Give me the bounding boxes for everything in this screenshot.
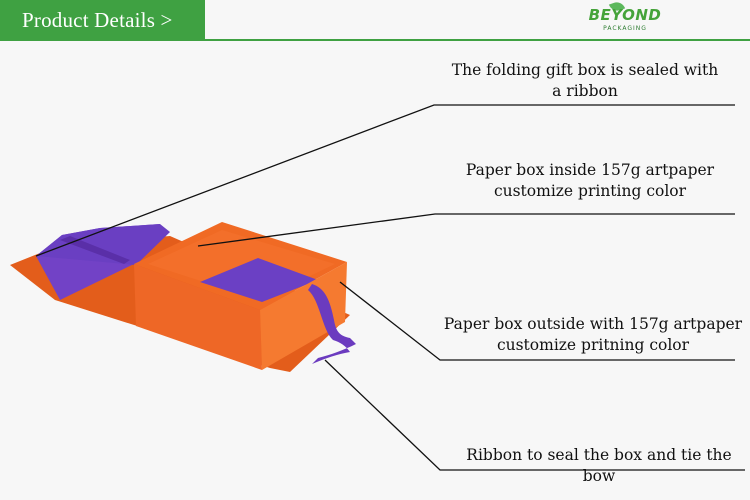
callout-line-1 bbox=[35, 104, 735, 257]
callout-line-4 bbox=[324, 359, 745, 471]
callout-text-line: customize printing color bbox=[493, 182, 687, 200]
callout-text-line: a ribbon bbox=[552, 82, 618, 100]
box-inner-floor bbox=[200, 258, 318, 302]
callout-ribbon-bow: Ribbon to seal the box and tie the bow bbox=[448, 445, 750, 487]
brand-name: BEYOND bbox=[588, 6, 662, 24]
box-side-face bbox=[260, 262, 347, 370]
callout-text-line: Paper box inside 157g artpaper bbox=[465, 161, 715, 179]
lid-ribbon bbox=[60, 236, 130, 264]
brand-subtitle: PACKAGING bbox=[603, 25, 647, 32]
callout-text-line: Ribbon to seal the box and tie the bow bbox=[466, 446, 732, 485]
header-divider bbox=[0, 39, 750, 41]
side-ribbon bbox=[308, 284, 356, 364]
lid-inner-shade bbox=[36, 224, 170, 265]
box-front-face bbox=[134, 264, 262, 370]
page-title: Product Details > bbox=[0, 0, 205, 40]
callout-outside-paper: Paper box outside with 157g artpaper cus… bbox=[438, 314, 748, 356]
callout-line-2 bbox=[197, 213, 735, 247]
brand-logo: BEYOND PACKAGING bbox=[580, 0, 670, 38]
callout-text-line: customize pritning color bbox=[496, 336, 690, 354]
callout-text-line: Paper box outside with 157g artpaper bbox=[443, 315, 743, 333]
callout-line-3 bbox=[339, 281, 735, 361]
callout-inside-paper: Paper box inside 157g artpaper customize… bbox=[440, 160, 740, 202]
callout-sealed-box: The folding gift box is sealed with a ri… bbox=[440, 60, 730, 102]
callout-text-line: The folding gift box is sealed with bbox=[451, 61, 719, 79]
